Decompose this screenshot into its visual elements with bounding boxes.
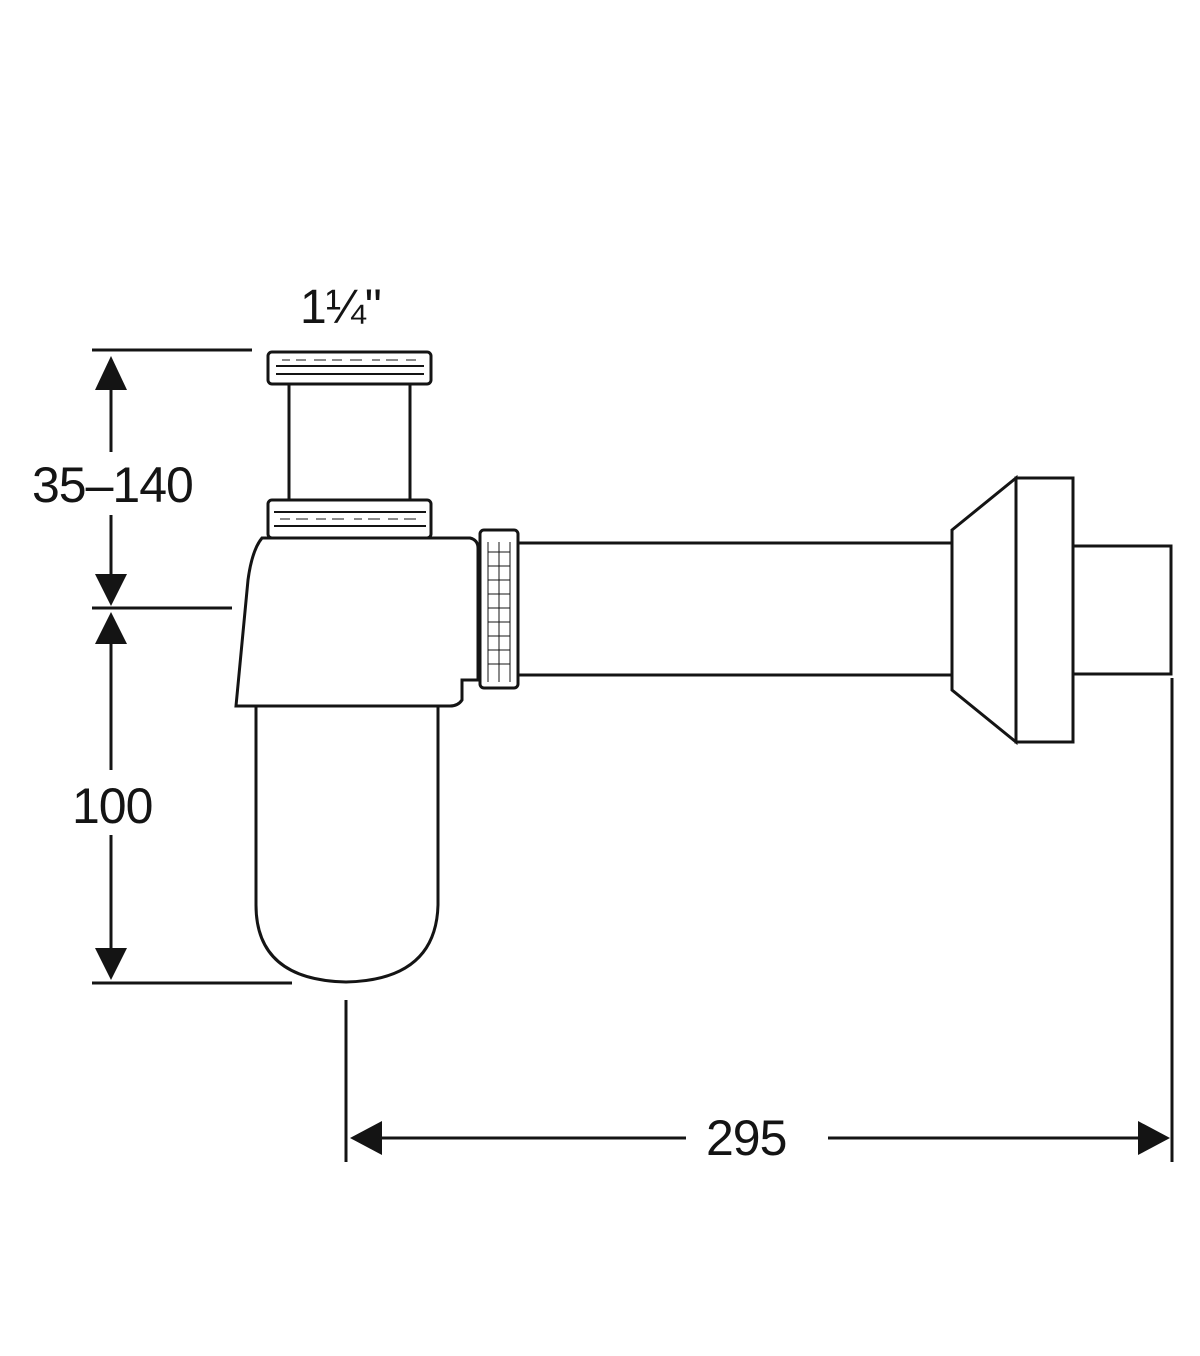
wall-rosette: [950, 474, 1075, 746]
outlet-nut: [478, 528, 520, 690]
projection-label: 295: [706, 1110, 787, 1166]
height-adjustable-label: 35–140: [32, 457, 194, 513]
union-nut: [266, 498, 433, 540]
trap-height-label: 100: [72, 778, 153, 834]
top-connector: [266, 350, 433, 386]
thread-size-label: 1¼": [300, 281, 382, 334]
trap-body: [234, 536, 480, 984]
wall-pipe: [1071, 544, 1173, 676]
dim-trap-height: [95, 612, 127, 980]
outlet-pipe: [516, 541, 954, 677]
dim-projection: [344, 678, 1174, 1162]
tail-pipe: [287, 382, 412, 502]
dim-height-adjustable: [95, 356, 127, 606]
